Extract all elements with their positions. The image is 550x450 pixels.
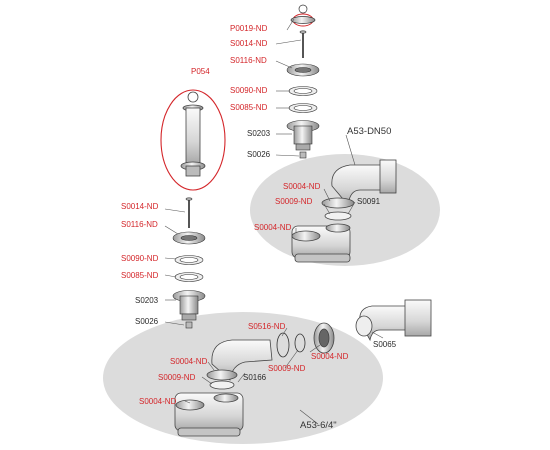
label-s0014-left: S0014-ND <box>121 202 159 211</box>
lower-assembly-background <box>103 312 383 444</box>
label-s0116-top: S0116-ND <box>230 56 267 65</box>
ring-gasket-1-top <box>288 86 318 96</box>
strainer-body-top <box>286 120 320 151</box>
elbow-s0065 <box>355 299 432 342</box>
label-s0090-left: S0090-ND <box>121 254 159 263</box>
label-s0085-top: S0085-ND <box>230 103 268 112</box>
label-s0004-upper-1: S0004-ND <box>283 182 321 191</box>
grate-top <box>286 63 320 77</box>
label-s0004-mid: S0004-ND <box>311 352 349 361</box>
overflow-tube-p054 <box>160 89 226 191</box>
ring-gasket-2-top <box>288 103 318 113</box>
ring-gasket-1-left <box>174 255 204 265</box>
strainer-body-left <box>172 290 206 321</box>
label-s0091: S0091 <box>357 197 381 206</box>
label-s0026-top: S0026 <box>247 150 271 159</box>
label-s0004-upper-2: S0004-ND <box>254 223 292 232</box>
label-s0090-top: S0090-ND <box>230 86 268 95</box>
label-s0166: S0166 <box>243 373 267 382</box>
label-s0009-mid: S0009-ND <box>268 364 306 373</box>
upper-trap-assembly <box>291 159 397 263</box>
screw-left <box>185 197 193 228</box>
label-s0116-left: S0116-ND <box>121 220 158 229</box>
label-s0009-upper: S0009-ND <box>275 197 313 206</box>
label-s0026-left: S0026 <box>135 317 159 326</box>
label-p054: P054 <box>191 67 210 76</box>
ring-gasket-2-left <box>174 272 204 282</box>
grate-left <box>172 231 206 245</box>
screw-bottom-left <box>185 321 193 329</box>
label-p0019: P0019-ND <box>230 24 268 33</box>
label-s0009-lower: S0009-ND <box>158 373 196 382</box>
label-s0065: S0065 <box>373 340 397 349</box>
label-s0203-top: S0203 <box>247 129 271 138</box>
leader-lines <box>164 18 384 425</box>
label-s0004-lower-1: S0004-ND <box>170 357 208 366</box>
label-s0516: S0516-ND <box>248 322 286 331</box>
label-s0014-top: S0014-ND <box>230 39 268 48</box>
screw-top <box>299 30 307 58</box>
label-s0203-left: S0203 <box>135 296 159 305</box>
plug-with-chain-ring <box>290 4 316 27</box>
screw-bottom-top <box>299 151 307 159</box>
label-a53-6-4: A53-6/4" <box>300 420 337 431</box>
label-a53-dn50: A53-DN50 <box>347 126 392 137</box>
label-s0004-lower-2: S0004-ND <box>139 397 177 406</box>
label-s0085-left: S0085-ND <box>121 271 159 280</box>
